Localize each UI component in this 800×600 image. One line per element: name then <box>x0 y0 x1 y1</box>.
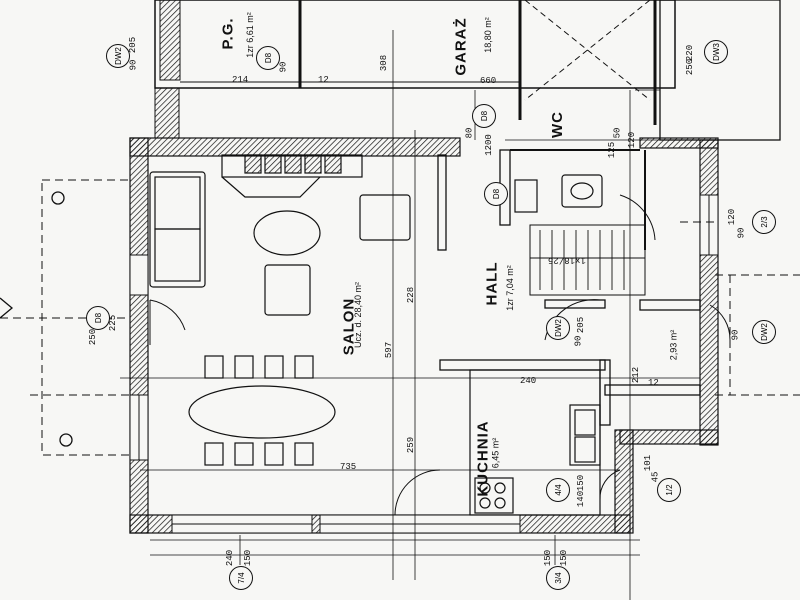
tag-window-74: 7/4 <box>229 566 253 590</box>
tag-d8-top: D8 <box>256 46 280 70</box>
tag-window-12: 1/2 <box>657 478 681 502</box>
furniture <box>149 171 603 516</box>
dim-660: 660 <box>480 76 497 86</box>
dimension-lines <box>120 30 700 600</box>
room-area-hall: 1zr 7,04 m² <box>504 265 515 311</box>
dim-90e: 90 <box>730 329 741 341</box>
tag-window-23: 2/3 <box>752 210 776 234</box>
tag-dw2-hall: DW2 <box>546 316 570 340</box>
dim-240: 240 <box>520 376 537 386</box>
dim-150a: 150 <box>576 474 587 492</box>
room-area-side: 2,93 m² <box>668 329 679 361</box>
outer-walls <box>129 137 719 534</box>
dim-80: 80 <box>464 127 475 139</box>
staircase <box>530 230 645 290</box>
fireplace <box>221 154 363 198</box>
dim-308: 308 <box>379 54 390 72</box>
dim-101: 101 <box>643 454 654 472</box>
dim-140: 140 <box>576 490 587 508</box>
room-label-wc: WC <box>549 111 566 138</box>
room-label-hall: HALL <box>483 261 501 306</box>
interior-walls <box>437 149 701 426</box>
room-area-salon: Ucz. d. 28,40 m² <box>353 281 364 349</box>
room-area-pg: 1zr 6,61 m² <box>244 12 255 58</box>
tag-d8-wc: D8 <box>484 182 508 206</box>
dim-205: 205 <box>128 36 139 54</box>
tag-dw2-side: DW2 <box>752 320 776 344</box>
tag-window-44: 4/4 <box>546 478 570 502</box>
dim-12: 12 <box>318 75 329 85</box>
room-label-garaz: GARAŻ <box>452 17 470 76</box>
dim-228: 228 <box>406 286 417 304</box>
dim-205b: 205 <box>576 316 587 334</box>
dim-240b: 240 <box>225 549 236 567</box>
dim-735: 735 <box>340 462 357 472</box>
dim-120b: 120 <box>627 131 638 149</box>
dim-1200: 1200 <box>483 134 494 156</box>
dim-250b: 250 <box>685 58 696 76</box>
dim-150b: 150 <box>243 549 254 567</box>
dim-214: 214 <box>232 75 249 85</box>
dim-90b: 90 <box>278 61 289 73</box>
terrace-markers <box>0 191 73 447</box>
dim-stairs: 1x18/25 <box>548 255 586 265</box>
dim-90c: 90 <box>573 335 584 347</box>
dim-150d: 150 <box>559 549 570 567</box>
tag-dw2-top: DW2 <box>106 44 130 68</box>
room-label-kuchnia: KUCHNIA <box>474 420 492 497</box>
tag-dw3-top: DW3 <box>704 40 728 64</box>
dim-125: 125 <box>607 141 618 159</box>
terrace-outline <box>0 179 800 456</box>
dim-212: 212 <box>631 366 642 384</box>
tag-window-34: 3/4 <box>546 566 570 590</box>
room-area-kuchnia: 6,45 m² <box>490 437 501 469</box>
dim-597: 597 <box>384 341 395 359</box>
dim-250: 250 <box>88 328 99 346</box>
door-swings <box>149 194 731 516</box>
dim-259: 259 <box>406 436 417 454</box>
dim-45: 45 <box>650 471 661 483</box>
dim-90d: 90 <box>736 227 747 239</box>
dim-150c: 150 <box>543 549 554 567</box>
room-label-pg: P.G. <box>219 17 237 50</box>
dim-12b: 12 <box>648 378 659 388</box>
dim-90a: 90 <box>128 59 139 71</box>
tag-d8-left: D8 <box>86 306 110 330</box>
dim-120: 120 <box>727 208 738 226</box>
dim-50: 50 <box>612 127 623 139</box>
tag-d8-hall: D8 <box>472 104 496 128</box>
room-area-garaz: 18,80 m² <box>482 17 493 53</box>
